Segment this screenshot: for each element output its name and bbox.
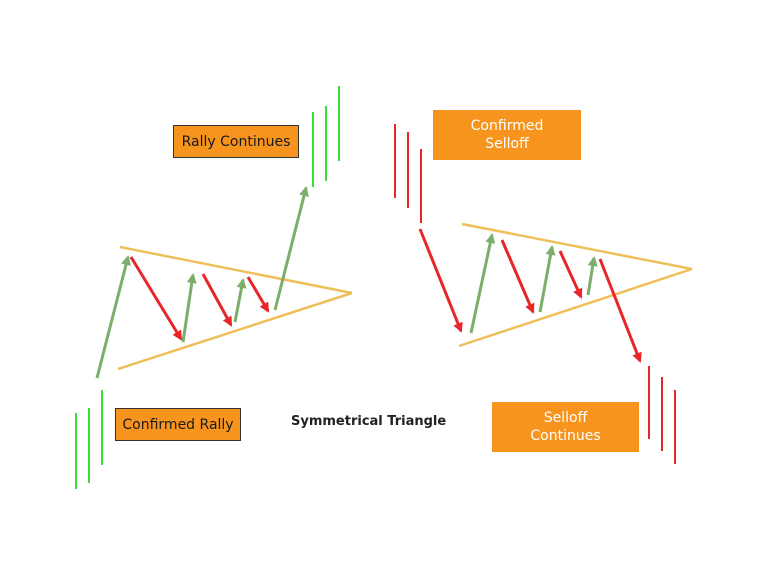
up-arrow-icon — [273, 186, 309, 311]
triangle-lower-trendline-left — [117, 291, 353, 371]
confirmed-selloff-label: Confirmed Selloff — [433, 110, 581, 160]
triangle-upper-trendline-left — [119, 245, 353, 295]
volume-bars-selloff-continues — [648, 366, 676, 464]
volume-bars-confirmed-rally — [75, 390, 103, 489]
up-arrow-icon — [469, 233, 496, 334]
down-arrow-icon — [558, 250, 583, 299]
up-arrow-icon — [538, 245, 556, 313]
down-arrow-icon — [418, 228, 463, 333]
bearish-breakdown-pattern — [394, 124, 693, 464]
down-arrow-icon — [500, 239, 535, 314]
volume-bars-confirmed-selloff — [394, 124, 422, 223]
down-arrow-icon — [246, 276, 270, 313]
rally-continues-label: Rally Continues — [173, 125, 299, 158]
down-arrow-icon — [201, 273, 233, 327]
down-arrow-icon — [129, 256, 183, 341]
triangle-lower-trendline-right — [458, 267, 693, 348]
volume-bars-rally-continues — [312, 86, 340, 187]
confirmed-rally-label: Confirmed Rally — [115, 408, 241, 441]
down-arrow-icon — [598, 258, 642, 363]
bullish-breakout-pattern — [75, 86, 353, 489]
selloff-continues-label: Selloff Continues — [492, 402, 639, 452]
triangle-upper-trendline-right — [461, 222, 693, 271]
up-arrow-icon — [586, 256, 598, 296]
up-arrow-icon — [95, 255, 131, 379]
up-arrow-icon — [233, 278, 247, 323]
up-arrow-icon — [181, 273, 197, 343]
diagram-title: Symmetrical Triangle — [291, 414, 447, 429]
